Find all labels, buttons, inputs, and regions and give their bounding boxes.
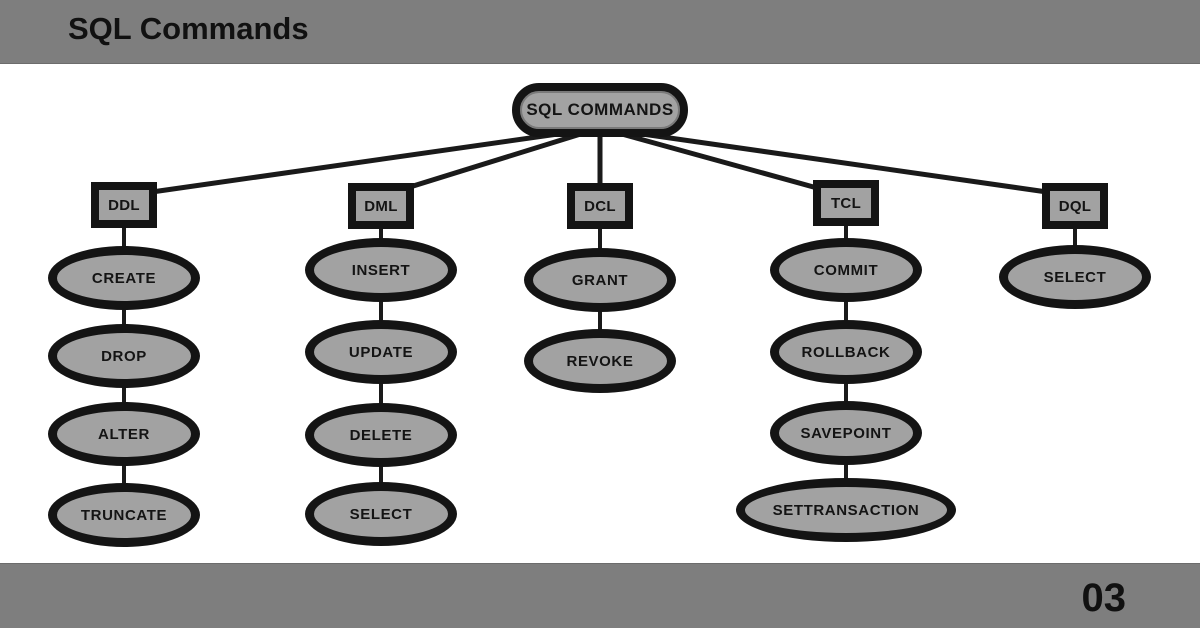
node-commit: COMMIT xyxy=(770,238,922,302)
node-savepoint: SAVEPOINT xyxy=(770,401,922,465)
node-sql-commands-root: SQL COMMANDS xyxy=(512,83,688,137)
node-create: CREATE xyxy=(48,246,200,310)
node-tcl: TCL xyxy=(813,180,879,226)
page-number: 03 xyxy=(1081,575,1127,620)
node-rollback: ROLLBACK xyxy=(770,320,922,384)
node-insert: INSERT xyxy=(305,238,457,302)
node-drop: DROP xyxy=(48,324,200,388)
node-dql: DQL xyxy=(1042,183,1108,229)
node-dml: DML xyxy=(348,183,414,229)
node-select-dql: SELECT xyxy=(999,245,1151,309)
header-bar: SQL Commands xyxy=(0,0,1200,64)
node-grant: GRANT xyxy=(524,248,676,312)
node-truncate: TRUNCATE xyxy=(48,483,200,547)
node-dcl: DCL xyxy=(567,183,633,229)
node-select-dml: SELECT xyxy=(305,482,457,546)
node-ddl: DDL xyxy=(91,182,157,228)
node-alter: ALTER xyxy=(48,402,200,466)
node-revoke: REVOKE xyxy=(524,329,676,393)
node-delete: DELETE xyxy=(305,403,457,467)
node-settransaction: SETTRANSACTION xyxy=(736,478,956,542)
footer-bar: 03 xyxy=(0,563,1200,628)
node-update: UPDATE xyxy=(305,320,457,384)
page-title: SQL Commands xyxy=(68,10,309,46)
